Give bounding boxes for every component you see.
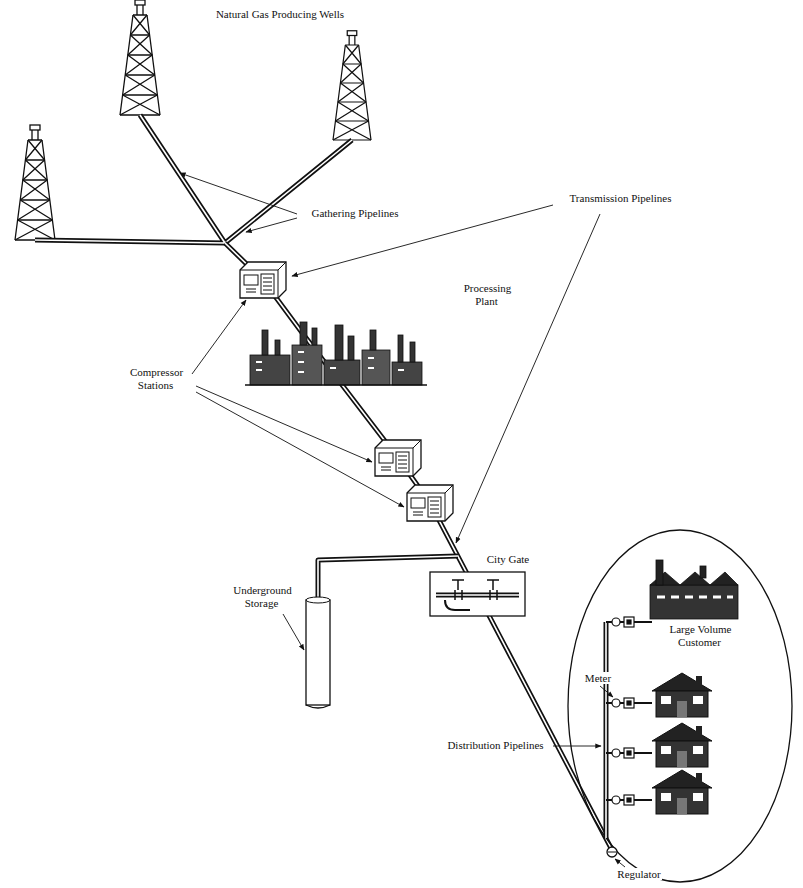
label-text: Distribution Pipelines bbox=[446, 739, 544, 751]
leader-arrows bbox=[180, 173, 625, 867]
city-gate bbox=[430, 572, 525, 616]
label-text: Underground Storage bbox=[232, 584, 291, 609]
transmission-pipeline bbox=[225, 243, 612, 850]
distribution-pipelines bbox=[606, 622, 652, 838]
label-text: Regulator bbox=[616, 868, 661, 880]
plant-label: Processing Plant bbox=[452, 282, 522, 307]
label-text: Meter bbox=[584, 672, 612, 684]
label-text: Transmission Pipelines bbox=[569, 192, 673, 204]
meter-label: Meter bbox=[578, 672, 618, 685]
compressor-stations bbox=[240, 262, 453, 521]
well-label: Natural Gas Producing Wells bbox=[200, 8, 360, 21]
label-text: Natural Gas Producing Wells bbox=[215, 8, 345, 20]
service-area-ellipse bbox=[568, 530, 792, 882]
large-volume-customer bbox=[650, 560, 738, 619]
station-label: Compressor Stations bbox=[118, 366, 194, 391]
label-text: City Gate bbox=[486, 553, 530, 565]
label-text: Gathering Pipelines bbox=[310, 207, 399, 219]
label-text: Compressor Stations bbox=[129, 366, 183, 391]
gathering-pipelines bbox=[35, 115, 352, 243]
underground-storage bbox=[306, 597, 330, 708]
label-text: Processing Plant bbox=[463, 282, 512, 307]
gas-wells bbox=[15, 0, 371, 240]
pipeline-label: Distribution Pipelines bbox=[438, 739, 553, 752]
processing-plant bbox=[245, 322, 427, 385]
gate-label: City Gate bbox=[478, 553, 538, 566]
customer-label: Large Volume Customer bbox=[652, 623, 748, 648]
meters bbox=[612, 617, 634, 805]
label-text: Large Volume Customer bbox=[668, 623, 731, 648]
pipeline-label: Gathering Pipelines bbox=[300, 207, 410, 220]
regulator-label: Regulator bbox=[604, 868, 674, 881]
storage-label: Underground Storage bbox=[222, 584, 302, 609]
regulator-symbol bbox=[607, 847, 617, 857]
homes bbox=[652, 673, 712, 814]
pipeline-label: Transmission Pipelines bbox=[553, 192, 688, 205]
